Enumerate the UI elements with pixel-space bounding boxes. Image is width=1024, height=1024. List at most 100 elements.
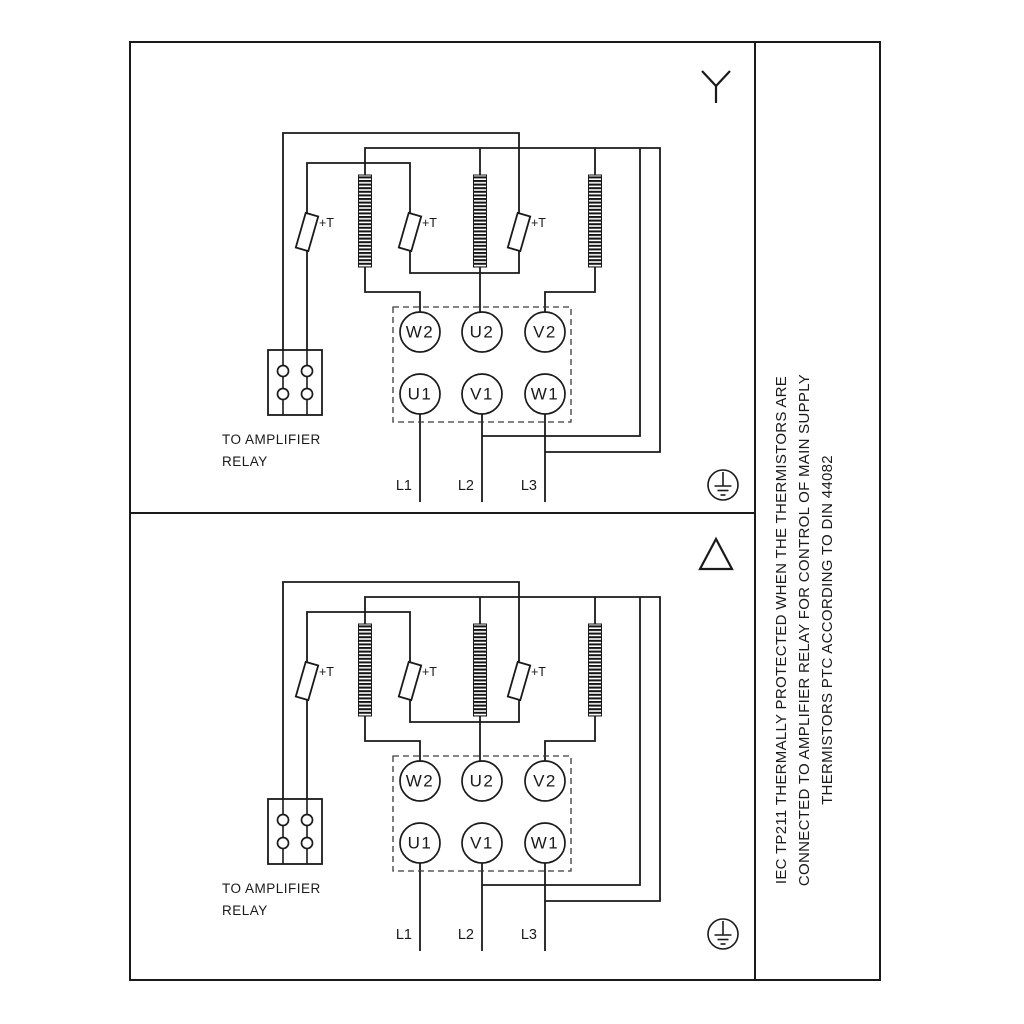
- terminal-W1: W1: [524, 822, 566, 864]
- relay-contact: [300, 813, 314, 827]
- terminal-W1: W1: [524, 373, 566, 415]
- wire-coil1-to-W2: [364, 267, 421, 312]
- thermistor-symbol: [506, 660, 532, 702]
- terminal-V1: V1: [461, 822, 503, 864]
- supply-label-L3: L3: [521, 478, 537, 494]
- supply-label-L2: L2: [458, 478, 474, 494]
- relay-contact: [300, 364, 314, 378]
- relay-box: [267, 349, 323, 416]
- relay-box: [267, 798, 323, 865]
- thermistor-symbol: [397, 211, 423, 253]
- terminal-circle: [524, 311, 566, 353]
- terminal-W2: W2: [399, 311, 441, 353]
- thermistor-label: +T: [319, 665, 334, 679]
- thermistor-symbol: [294, 660, 320, 702]
- terminal-U1: U1: [399, 373, 441, 415]
- supply-label-L3: L3: [521, 927, 537, 943]
- wires: [282, 581, 661, 951]
- earth-ground-icon: [707, 469, 739, 501]
- terminal-circle: [524, 822, 566, 864]
- terminal-board-outline: [392, 755, 572, 872]
- terminal-U1: U1: [399, 822, 441, 864]
- thermistor-1: +T: [294, 660, 334, 702]
- side-note: IEC TP211 THERMALLY PROTECTED WHEN THE T…: [773, 374, 836, 886]
- terminal-circle: [524, 760, 566, 802]
- relay-terminal-block: [267, 349, 323, 416]
- relay-contact: [276, 813, 290, 827]
- thermistor-2: +T: [397, 660, 437, 702]
- relay-caption-line1: TO AMPLIFIER: [222, 432, 321, 447]
- wire-coil1-to-W2: [364, 716, 421, 761]
- circuit-section-star: +T +T +T W2 U2 V2 U1 V1: [222, 132, 739, 502]
- terminal-circle: [461, 760, 503, 802]
- terminal-circle: [399, 373, 441, 415]
- relay-caption-line2: RELAY: [222, 903, 268, 918]
- terminal-label: V2: [533, 323, 557, 342]
- terminal-W2: W2: [399, 760, 441, 802]
- supply-label-L2: L2: [458, 927, 474, 943]
- terminal-circle: [399, 311, 441, 353]
- supply-label-L1: L1: [396, 478, 412, 494]
- motor-winding-coil-3: [588, 174, 602, 268]
- side-note-line2: CONNECTED TO AMPLIFIER RELAY FOR CONTROL…: [796, 374, 813, 886]
- circuit-section-delta: +T +T +T W2 U2 V2 U1 V1: [222, 581, 739, 951]
- thermistor-label: +T: [319, 216, 334, 230]
- terminal-U2: U2: [461, 760, 503, 802]
- relay-contact: [276, 364, 290, 378]
- wire-thermistor1-to-thermistor2: [306, 611, 411, 663]
- terminal-label: W2: [406, 323, 435, 342]
- relay-contact: [276, 836, 290, 850]
- motor-winding-coil-2: [473, 174, 487, 268]
- terminal-label: W2: [406, 772, 435, 791]
- diagram-frame: [129, 41, 881, 981]
- thermistor-symbol: [397, 660, 423, 702]
- thermistor-symbol: [294, 211, 320, 253]
- terminal-label: W1: [531, 834, 560, 853]
- terminal-label: U1: [408, 834, 433, 853]
- terminal-board-outline: [392, 306, 572, 423]
- terminal-V1: V1: [461, 373, 503, 415]
- terminal-label: U2: [470, 772, 495, 791]
- terminal-label: V2: [533, 772, 557, 791]
- terminal-circle: [399, 822, 441, 864]
- terminal-circle: [461, 373, 503, 415]
- thermistor-3: +T: [506, 660, 546, 702]
- side-note-line1: IEC TP211 THERMALLY PROTECTED WHEN THE T…: [773, 376, 790, 884]
- relay-contact: [276, 387, 290, 401]
- wire-thermistor2-to-thermistor3: [409, 250, 520, 274]
- terminal-circle: [461, 311, 503, 353]
- terminal-label: V1: [470, 385, 494, 404]
- supply-label-L1: L1: [396, 927, 412, 943]
- thermistor-label: +T: [531, 216, 546, 230]
- relay-caption-line2: RELAY: [222, 454, 268, 469]
- wire-coil3-to-V2: [544, 267, 596, 312]
- terminal-label: W1: [531, 385, 560, 404]
- star-wye-connection-icon: [701, 70, 731, 103]
- terminal-circle: [524, 373, 566, 415]
- relay-contact: [300, 836, 314, 850]
- wire-right-inner-loop: [482, 148, 641, 437]
- wire-coil3-to-V2: [544, 716, 596, 761]
- thermistor-label: +T: [422, 216, 437, 230]
- thermistor-3: +T: [506, 211, 546, 253]
- relay-contact: [300, 387, 314, 401]
- terminal-U2: U2: [461, 311, 503, 353]
- wire-top-bus-right-loop: [364, 147, 661, 453]
- delta-connection-icon: [698, 536, 734, 571]
- thermistor-2: +T: [397, 211, 437, 253]
- thermistor-label: +T: [422, 665, 437, 679]
- wire-thermistor2-to-thermistor3: [409, 699, 520, 723]
- terminal-label: U2: [470, 323, 495, 342]
- relay-terminal-block: [267, 798, 323, 865]
- wires: [282, 132, 661, 502]
- wire-relay-to-thermistor3: [282, 581, 520, 799]
- wire-top-bus-right-loop: [364, 596, 661, 902]
- terminal-V2: V2: [524, 311, 566, 353]
- thermistor-symbol: [506, 211, 532, 253]
- motor-winding-coil-2: [473, 623, 487, 717]
- thermistor-label: +T: [531, 665, 546, 679]
- wire-right-inner-loop: [482, 597, 641, 886]
- terminal-label: V1: [470, 834, 494, 853]
